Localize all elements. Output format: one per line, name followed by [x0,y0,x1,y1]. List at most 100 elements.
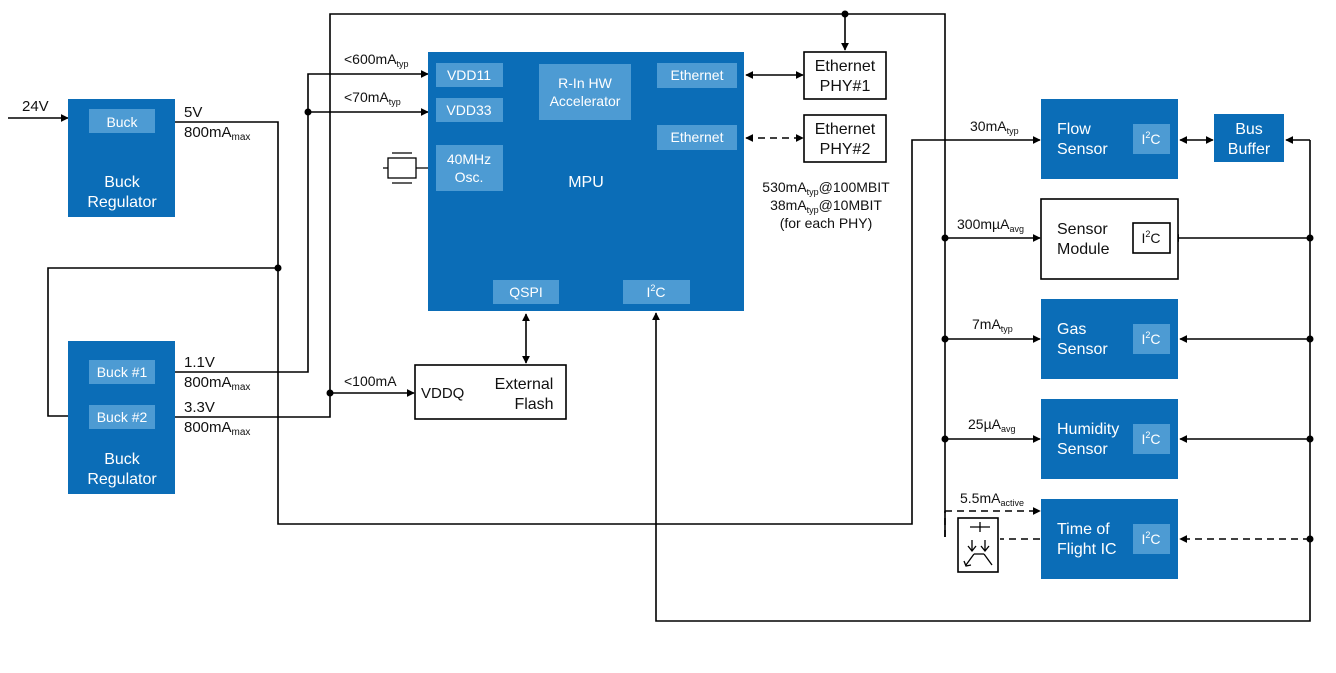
buck2-pin [89,405,155,429]
flash-vddq-label: VDDQ [421,385,464,402]
vdd11-current: <600mAtyp [344,51,409,69]
accelerator-label-line2: Accelerator [550,93,621,109]
phy-current-line3: (for each PHY) [780,215,873,231]
buck-pin-label: Buck [106,114,138,130]
flow-sensor-line2: Sensor [1057,141,1108,158]
phy1-line1: Ethernet [815,58,876,75]
buck1-out-current: 800mAmax [184,374,250,393]
flash-title-line1: External [495,376,554,393]
gas-i2c-label: I2C [1141,330,1160,347]
gas-sensor-line2: Sensor [1057,341,1108,358]
tof-i2c-label: I2C [1141,530,1160,547]
input-voltage-label: 24V [22,98,49,115]
phy2-line2: PHY#2 [820,141,871,158]
buck-title-line1: Buck [104,174,141,191]
tof-i2c-pin [1133,524,1170,554]
qspi-pin [493,280,559,304]
accelerator-block [539,64,631,120]
junctions [274,10,1314,543]
sensor-module-line2: Module [1057,241,1110,258]
flow-current: 30mAtyp [970,118,1019,136]
humidity-current: 25µAavg [968,416,1016,434]
mpu-i2c-pin [623,280,690,304]
osc-pin [436,145,503,191]
bus-buffer: Bus Buffer [1214,114,1284,162]
humidity-i2c-pin [1133,424,1170,454]
humidity-sensor: Humidity Sensor I2C [1041,399,1178,479]
flow-i2c-label: I2C [1141,130,1160,147]
ethernet1-pin [657,63,737,88]
flash-current: <100mA [344,373,397,389]
vdd33-label: VDD33 [446,102,491,118]
mpu-block: VDD11 VDD33 40MHz Osc. R-In HW Accelerat… [428,52,744,311]
junction-dot [1306,335,1314,343]
flow-sensor-line1: Flow [1057,121,1091,138]
buck-regulator: Buck Buck Regulator [68,99,175,217]
vdd33-current: <70mAtyp [344,89,401,107]
qspi-label: QSPI [509,284,542,300]
flow-i2c-pin [1133,124,1170,154]
junction-dot [326,389,334,397]
vdd11-label: VDD11 [447,67,491,83]
flow-sensor: Flow Sensor I2C [1041,99,1178,179]
buck1-out-voltage: 1.1V [184,354,215,371]
dual-buck-regulator: Buck #1 Buck #2 Buck Regulator [68,341,175,494]
tof-line1: Time of [1057,521,1110,538]
ethernet-phy2: Ethernet PHY#2 [803,114,887,163]
tof-current: 5.5mAactive [960,490,1024,508]
junction-dot [1306,234,1314,242]
bus-buffer-line2: Buffer [1228,141,1271,158]
junction-dot [274,264,282,272]
sensor-module-line1: Sensor [1057,221,1108,238]
mpu-title: MPU [568,174,604,191]
dual-buck-title-line1: Buck [104,451,141,468]
crystal-oscillator-icon [383,152,428,184]
optical-emitter-icon [957,517,999,573]
tof-line2: Flight IC [1057,541,1117,558]
gas-i2c-pin [1133,324,1170,354]
buck2-out-current: 800mAmax [184,419,250,438]
flash-title-line2: Flash [514,396,553,413]
accelerator-label-line1: R-In HW [558,75,612,91]
buck2-pin-label: Buck #2 [97,409,148,425]
buck-title-line2: Regulator [87,194,157,211]
labels: 24V 5V 800mAmax 1.1V 800mAmax 3.3V 800mA… [22,51,1024,508]
junction-dot [304,108,312,116]
phy2-line1: Ethernet [815,121,876,138]
gas-sensor-line1: Gas [1057,321,1086,338]
junction-dot [1306,535,1314,543]
phy-current-line2: 38mAtyp@10MBIT [770,197,882,215]
ethernet-phy1: Ethernet PHY#1 [803,51,887,100]
osc-label-line1: 40MHz [447,151,491,167]
mpu-i2c-label: I2C [646,283,665,300]
humidity-i2c-label: I2C [1141,430,1160,447]
wires [8,13,1311,622]
i2c-bus-main [652,140,1311,622]
rail-5v [175,121,1041,525]
bus-buffer-line1: Bus [1235,121,1263,138]
buck1-pin-label: Buck #1 [97,364,148,380]
humidity-sensor-line2: Sensor [1057,441,1108,458]
external-flash: VDDQ External Flash [414,364,567,420]
ethernet1-label: Ethernet [671,67,724,83]
module-i2c-label: I2C [1141,229,1160,246]
buck-pin [89,109,155,133]
phy1-line2: PHY#1 [820,78,871,95]
ethernet2-pin [657,125,737,150]
sensor-module: Sensor Module I2C [1040,198,1179,280]
gas-sensor: Gas Sensor I2C [1041,299,1178,379]
junction-dot [941,435,949,443]
buck-out-voltage: 5V [184,104,202,121]
module-current: 300mµAavg [957,216,1024,234]
module-i2c-pin [1132,222,1171,254]
vdd11-pin [436,63,503,87]
gas-current: 7mAtyp [972,316,1013,334]
junction-dot [1306,435,1314,443]
rail-1v1 [175,70,429,373]
dual-buck-title-line2: Regulator [87,471,157,488]
time-of-flight-ic: Time of Flight IC I2C [1041,499,1178,579]
junction-dot [941,335,949,343]
buck-loop-wire [47,267,278,417]
buck2-out-voltage: 3.3V [184,399,215,416]
junction-dot [941,234,949,242]
